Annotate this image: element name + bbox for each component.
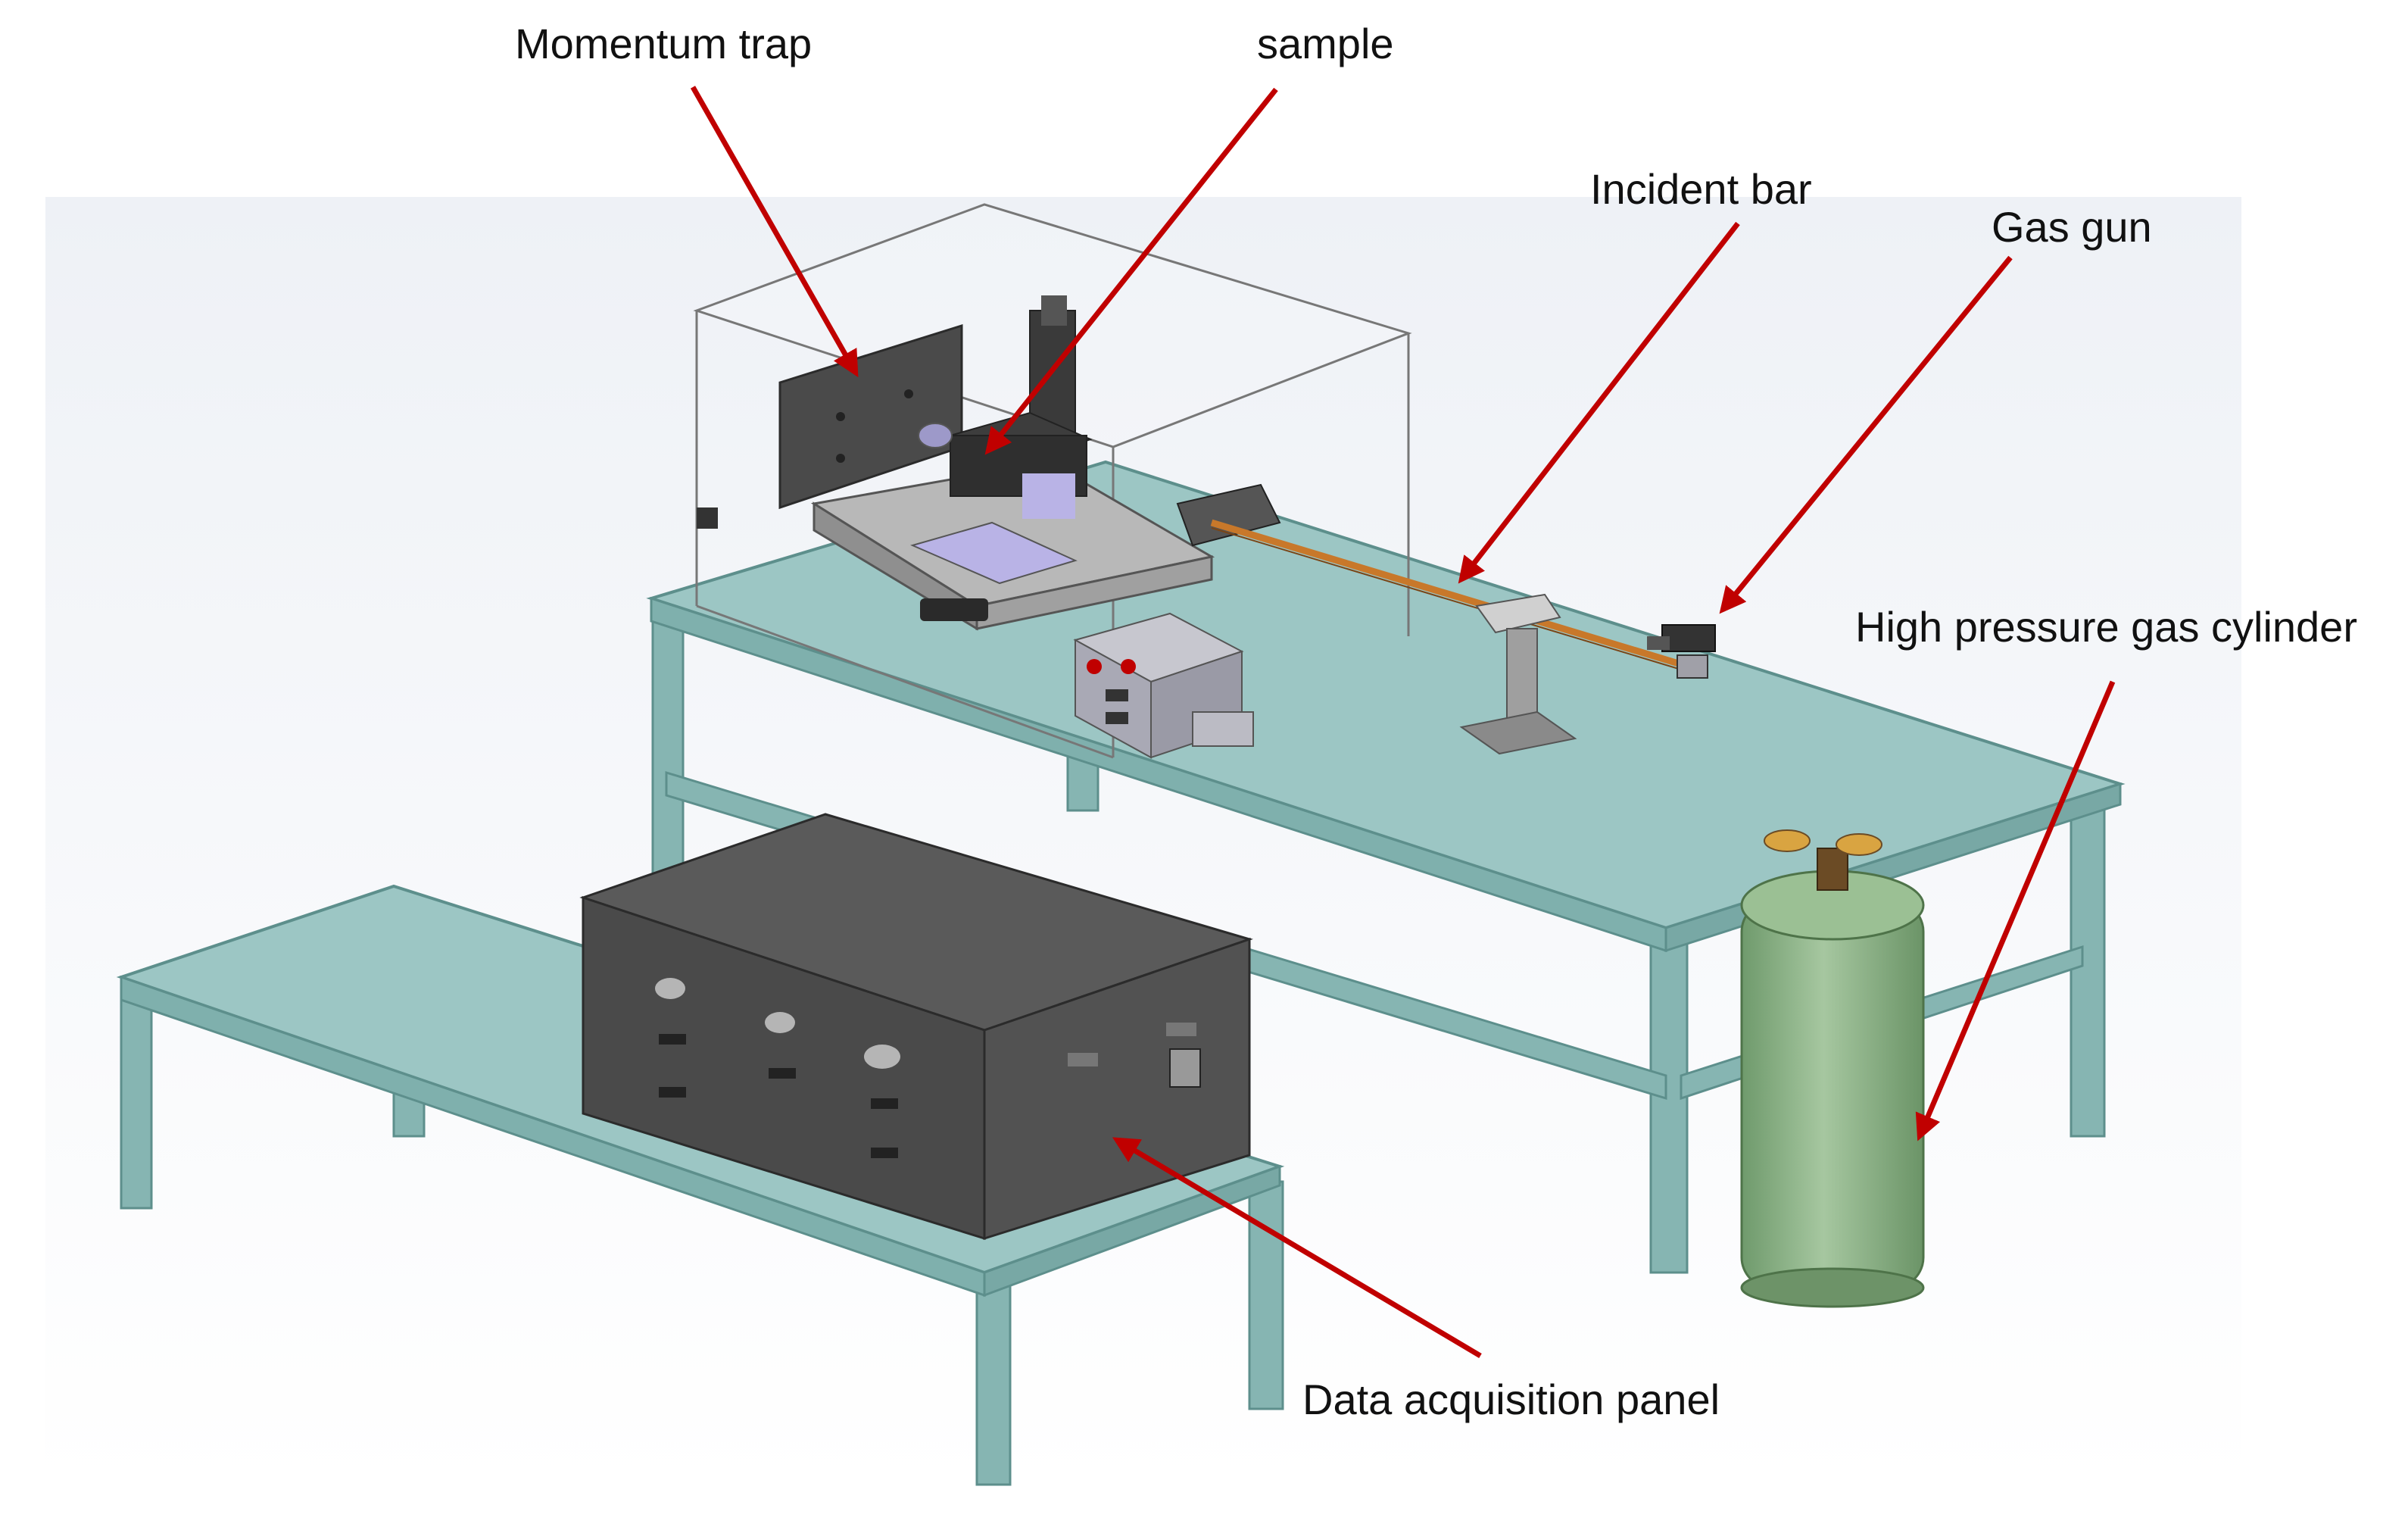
red-circle-button <box>1121 659 1136 674</box>
round-knob <box>864 1045 900 1069</box>
round-knob <box>655 978 685 999</box>
arrow-gas-gun <box>1719 255 2013 614</box>
arrow-sample <box>984 87 1278 455</box>
label-momentum-trap: Momentum trap <box>515 20 813 67</box>
incident-bar <box>1210 519 1690 670</box>
label-incident-bar: Incident bar <box>1590 165 1812 213</box>
arrow-daq-panel <box>1112 1137 1482 1359</box>
control-box <box>1073 612 1254 759</box>
gas-gun <box>1647 624 1716 679</box>
enclosure-latch <box>697 507 718 529</box>
bar-support-stand <box>1459 593 1577 755</box>
callout-arrows <box>690 86 2116 1359</box>
red-circle-button <box>1087 659 1102 674</box>
round-knob <box>765 1012 795 1033</box>
label-gas-cylinder: High pressure gas cylinder <box>1855 603 2357 651</box>
rail-handle <box>920 598 988 621</box>
label-sample: sample <box>1257 20 1394 67</box>
label-daq-panel: Data acquisition panel <box>1302 1376 1720 1423</box>
label-gas-gun: Gas gun <box>1992 203 2152 251</box>
arrow-gas-cylinder <box>1915 680 2116 1141</box>
arrow-incident-bar <box>1458 221 1740 584</box>
daq-box <box>579 813 1253 1241</box>
arrow-momentum-trap <box>690 86 859 378</box>
gas-cylinder <box>1740 829 1925 1308</box>
